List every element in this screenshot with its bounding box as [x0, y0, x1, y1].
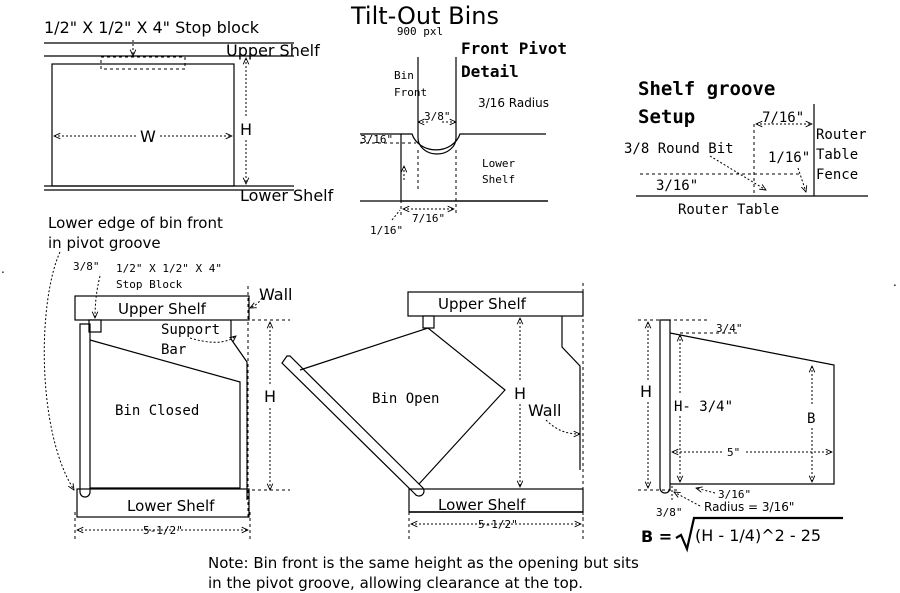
closed-support-label-line1: Support: [161, 322, 220, 338]
groove-316-label: 3/16": [656, 178, 698, 194]
page-title: Tilt-Out Bins: [350, 2, 499, 30]
closed-wall-leader: [250, 297, 263, 308]
pivot-title-line1: Front Pivot: [461, 39, 567, 58]
side-h-label: H: [640, 382, 652, 401]
lower-edge-label-line1: Lower edge of bin front: [48, 214, 223, 232]
stop-block-label: 1/2" X 1/2" X 4" Stop block: [44, 18, 260, 37]
groove-title-line1: Shelf groove: [638, 78, 775, 100]
side-hminus-label: H- 3/4": [674, 399, 733, 415]
round-bit-label: 3/8 Round Bit: [624, 141, 734, 157]
closed-support-bar: [230, 320, 248, 500]
pivot-116-leader: [391, 209, 401, 221]
open-bin-body: [299, 327, 506, 485]
lower-edge-label-line2: in pivot groove: [48, 234, 161, 252]
pivot-lower-label: Lower: [482, 157, 515, 170]
open-bin-front: [281, 355, 425, 497]
router-table-label: Router Table: [678, 202, 779, 218]
closed-stop-label-line1: 1/2" X 1/2" X 4": [116, 262, 222, 275]
pivot-bin-label: Bin: [394, 69, 414, 82]
closed-bin-front: [79, 323, 91, 498]
side-316-label: 3/16": [718, 488, 751, 501]
closed-lower-shelf-label: Lower Shelf: [127, 497, 215, 515]
open-wall-label: Wall: [528, 401, 562, 420]
open-support-bar: [561, 316, 581, 470]
bin-open-label: Bin Open: [372, 391, 439, 407]
lower-edge-leader: [43, 251, 74, 490]
footer-note-line2: in the pivot groove, allowing clearance …: [208, 574, 584, 592]
pivot-radius-label: 3/16 Radius: [478, 96, 549, 110]
stop-block-outline: [100, 56, 186, 70]
pivot-116-label: 1/16": [370, 224, 403, 237]
closed-support-label-line2: Bar: [161, 342, 186, 358]
open-wall-leader: [545, 419, 580, 434]
closed-38-label: 3/8": [73, 260, 100, 273]
upper-shelf-label: Upper Shelf: [226, 41, 320, 60]
round-bit-leader: [709, 155, 766, 190]
side-radius-label: Radius = 3/16": [704, 500, 794, 514]
pivot-title-line2: Detail: [461, 62, 519, 81]
side-radius-leader: [674, 492, 701, 507]
open-upper-shelf-label: Upper Shelf: [438, 295, 527, 313]
closed-lower-shelf: [76, 488, 250, 518]
closed-stop-block: [88, 319, 102, 333]
bin-closed-diagram: 3/8" 1/2" X 1/2" X 4" Stop Block Upper S…: [73, 260, 293, 540]
pivot-38-label: 3/8": [424, 110, 451, 123]
side-bin-front: [659, 319, 671, 494]
formula-lhs: B =: [641, 527, 672, 546]
front-view-diagram: 1/2" X 1/2" X 4" Stop block Upper Shelf …: [43, 18, 334, 490]
open-stop-block: [422, 315, 435, 329]
shelf-groove-setup: Shelf groove Setup 7/16" Router Table Fe…: [624, 78, 868, 218]
closed-upper-shelf-label: Upper Shelf: [118, 300, 207, 318]
fence-label: Fence: [816, 167, 858, 183]
bin-closed-label: Bin Closed: [115, 403, 199, 419]
b-formula: B = (H - 1/4)^2 - 25: [641, 516, 843, 553]
groove-116-leader: [797, 167, 806, 192]
side-bin-body: [669, 332, 835, 485]
pivot-front-label: Front: [394, 86, 427, 99]
router-label: Router: [816, 127, 867, 143]
closed-h-label: H: [264, 387, 276, 406]
front-pivot-detail: Front Pivot Detail Bin Front 3/8" 3/16 R…: [360, 39, 567, 237]
bin-front-rect: [51, 63, 235, 187]
closed-support-leader: [189, 336, 236, 343]
footer-note-line1: Note: Bin front is the same height as th…: [208, 554, 639, 572]
open-h-label: H: [514, 384, 526, 403]
closed-bin-body: [89, 339, 241, 489]
formula-sqrt-sign: [675, 516, 843, 553]
closed-upper-shelf: [74, 295, 250, 321]
stray-dot-right: .: [893, 275, 897, 289]
footer-note: Note: Bin front is the same height as th…: [208, 553, 639, 593]
open-width-label: 5-1/2": [478, 518, 518, 531]
closed-stop-label-line2: Stop Block: [116, 278, 183, 291]
side-316-leader: [696, 488, 716, 494]
side-38-label: 3/8": [656, 506, 683, 519]
table-label: Table: [816, 147, 858, 163]
groove-116-label: 1/16": [768, 150, 810, 166]
width-label: W: [140, 127, 156, 146]
height-label: H: [240, 120, 252, 139]
pivot-716-label: 7/16": [412, 212, 445, 225]
open-lower-shelf-label: Lower Shelf: [438, 496, 526, 514]
side-b-label: B: [807, 411, 815, 427]
closed-width-label: 5-1/2": [143, 524, 183, 537]
closed-wall-label: Wall: [259, 285, 293, 304]
pivot-shelf-label: Shelf: [482, 173, 515, 186]
page-subtitle: 900 pxl: [397, 25, 443, 38]
side-dimension-view: 3/4" H H- 3/4" B 5" 3/16" 3/8" Radius = …: [638, 319, 835, 519]
side-34-label: 3/4": [716, 322, 743, 335]
pivot-316-label: 3/16": [360, 133, 393, 146]
formula-expression: (H - 1/4)^2 - 25: [695, 526, 821, 545]
stray-dot-left: .: [1, 262, 5, 276]
pivot-groove-outline: [401, 133, 546, 151]
groove-title-line2: Setup: [638, 106, 695, 128]
groove-716-label: 7/16": [762, 110, 804, 126]
bin-open-diagram: Upper Shelf Bin Open H Wall Lower Shelf …: [281, 283, 584, 540]
lower-shelf-label: Lower Shelf: [240, 186, 334, 205]
side-5-label: 5": [727, 446, 740, 459]
